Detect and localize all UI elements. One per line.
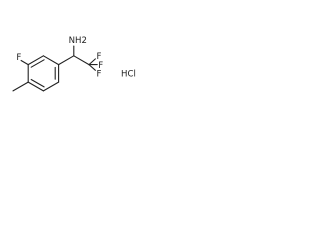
bond-ring-to-fluorine [20, 59, 29, 66]
bond-cf3-to-fluorine-bottom [88, 64, 96, 71]
bond-ring-to-methyl [12, 81, 29, 92]
bond-layer [12, 45, 98, 92]
bond-ring-inner-c1-c2 [30, 59, 45, 68]
bond-cf3-to-fluorine-top [88, 58, 96, 66]
bond-ring-to-alpha-carbon [58, 55, 75, 66]
hydrochloride-label: HCl [121, 70, 136, 80]
molecule-svg: NH2 F F F F HCl [12, 36, 136, 92]
ring-fluorine-label: F [16, 53, 21, 63]
bond-ring-c6-c1 [42, 55, 60, 66]
trifluoromethyl-fluorine-top-label: F [97, 52, 102, 62]
amine-label: NH2 [69, 36, 87, 46]
bond-ring-inner-c3-c4 [30, 78, 45, 88]
bond-alpha-carbon-to-cf3 [73, 55, 90, 66]
structure-diagram: NH2 F F F F HCl [0, 0, 152, 152]
bond-ring-c4-c5 [42, 81, 60, 92]
trifluoromethyl-fluorine-bottom-label: F [97, 70, 102, 80]
label-layer: NH2 F F F F HCl [16, 36, 135, 80]
bond-ring-c1-c2 [27, 55, 44, 66]
bond-ring-c3-c4 [27, 81, 44, 92]
trifluoromethyl-fluorine-right-label: F [98, 61, 103, 71]
